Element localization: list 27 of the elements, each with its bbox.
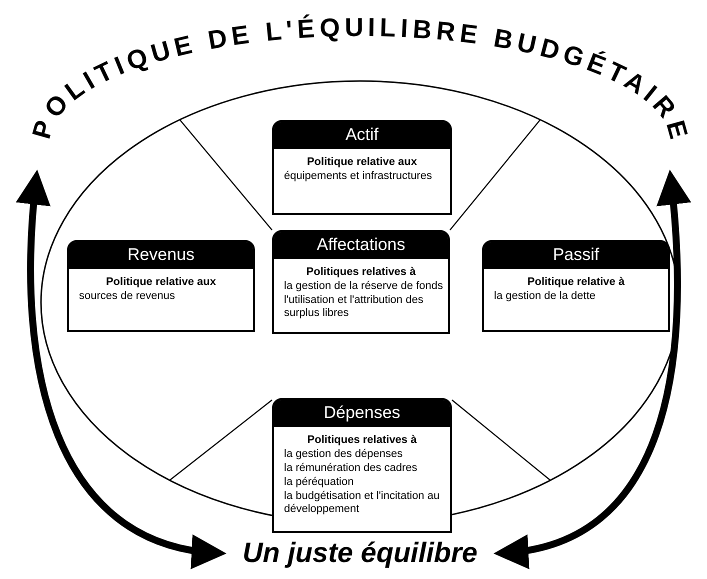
motto-text: Un juste équilibre — [222, 537, 498, 569]
policy-card — [482, 240, 670, 332]
bullet-item: sources de revenus — [79, 290, 176, 303]
card-header: Passif — [484, 242, 668, 269]
bullet-item: équipements et infrastructures — [284, 170, 433, 183]
bullet-item: la budgétisation et l'incitation au développement — [284, 490, 441, 516]
bullet-item: la rémunération des cadres — [284, 462, 418, 475]
policy-card — [272, 398, 452, 533]
bullet-item: l'utilisation et l'attribution des surplus libres — [284, 294, 424, 320]
card-header: Dépenses — [274, 400, 450, 427]
curved-arrow — [494, 170, 691, 567]
curved-arrow — [16, 170, 226, 567]
card-subtitle: Politique relative aux — [104, 276, 218, 288]
bullet-item: la gestion de la réserve de fonds — [284, 280, 444, 293]
policy-card — [272, 230, 450, 334]
card-subtitle: Politique relative à — [526, 276, 626, 288]
card-header: Actif — [274, 122, 450, 149]
card-header: Affectations — [274, 232, 448, 259]
bullet-item: la gestion des dépenses — [284, 448, 404, 461]
bullet-item: la péréquation — [284, 476, 355, 489]
policy-card — [272, 120, 452, 215]
policy-card — [67, 240, 255, 332]
card-subtitle: Politiques relatives à — [306, 434, 418, 446]
card-subtitle: Politiques relatives à — [305, 266, 417, 278]
card-subtitle: Politique relative aux — [306, 156, 418, 168]
bullet-item: la gestion de la dette — [494, 290, 597, 303]
card-header: Revenus — [69, 242, 253, 269]
